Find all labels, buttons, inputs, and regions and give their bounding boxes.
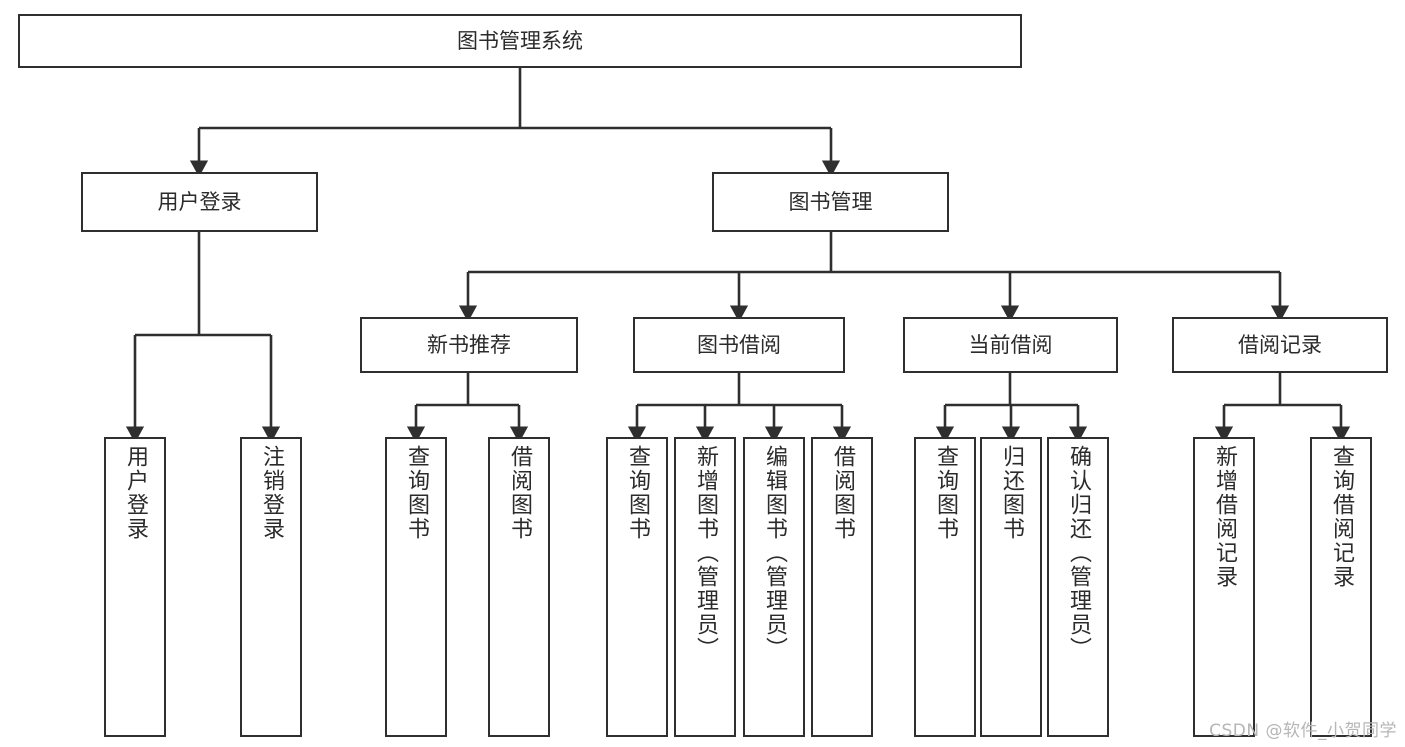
leaf-newbook-query-book-label: 查询图书 (404, 445, 429, 541)
node-new-book-recommend-label: 新书推荐 (427, 332, 511, 357)
node-book-borrow[interactable]: 图书借阅 (633, 317, 845, 373)
leaf-current-query-book[interactable]: 查询图书 (914, 437, 976, 737)
node-user-login[interactable]: 用户登录 (81, 172, 318, 232)
node-new-book-recommend[interactable]: 新书推荐 (360, 317, 578, 373)
leaf-current-return-book-label: 归还图书 (999, 445, 1024, 541)
leaf-borrow-borrow-book-label: 借阅图书 (830, 445, 855, 541)
leaf-newbook-borrow-book-label: 借阅图书 (507, 445, 532, 541)
leaf-record-add-borrow-record[interactable]: 新增借阅记录 (1193, 437, 1255, 737)
leaf-current-confirm-return-admin[interactable]: 确认归还（管理员） (1047, 437, 1109, 737)
node-borrow-record-label: 借阅记录 (1238, 332, 1322, 357)
leaf-logout-login-label: 注销登录 (259, 445, 284, 541)
leaf-record-add-borrow-record-label: 新增借阅记录 (1212, 445, 1237, 589)
node-current-borrow-label: 当前借阅 (968, 332, 1053, 357)
node-book-management-label: 图书管理 (788, 189, 873, 214)
leaf-borrow-add-book-admin[interactable]: 新增图书（管理员） (674, 437, 736, 737)
leaf-borrow-borrow-book[interactable]: 借阅图书 (811, 437, 873, 737)
leaf-borrow-query-book[interactable]: 查询图书 (606, 437, 668, 737)
leaf-borrow-edit-book-admin-label: 编辑图书（管理员） (762, 445, 787, 661)
leaf-current-query-book-label: 查询图书 (933, 445, 958, 541)
leaf-user-login-label: 用户登录 (123, 445, 148, 541)
node-borrow-record[interactable]: 借阅记录 (1172, 317, 1388, 373)
leaf-logout-login[interactable]: 注销登录 (240, 437, 302, 737)
node-root-label: 图书管理系统 (457, 28, 583, 53)
node-user-login-label: 用户登录 (157, 189, 242, 214)
leaf-record-query-borrow-record[interactable]: 查询借阅记录 (1310, 437, 1372, 737)
node-book-management[interactable]: 图书管理 (712, 172, 949, 232)
leaf-borrow-add-book-admin-label: 新增图书（管理员） (693, 445, 718, 661)
node-root-library-management-system[interactable]: 图书管理系统 (18, 14, 1022, 68)
leaf-borrow-edit-book-admin[interactable]: 编辑图书（管理员） (743, 437, 805, 737)
leaf-newbook-borrow-book[interactable]: 借阅图书 (488, 437, 550, 737)
leaf-user-login[interactable]: 用户登录 (104, 437, 166, 737)
leaf-current-confirm-return-admin-label: 确认归还（管理员） (1066, 445, 1091, 661)
node-current-borrow[interactable]: 当前借阅 (903, 317, 1118, 373)
leaf-current-return-book[interactable]: 归还图书 (980, 437, 1042, 737)
csdn-watermark: CSDN @软件_小贺同学 (1209, 721, 1397, 741)
leaf-record-query-borrow-record-label: 查询借阅记录 (1329, 445, 1354, 589)
leaf-newbook-query-book[interactable]: 查询图书 (385, 437, 447, 737)
node-book-borrow-label: 图书借阅 (697, 332, 781, 357)
leaf-borrow-query-book-label: 查询图书 (625, 445, 650, 541)
